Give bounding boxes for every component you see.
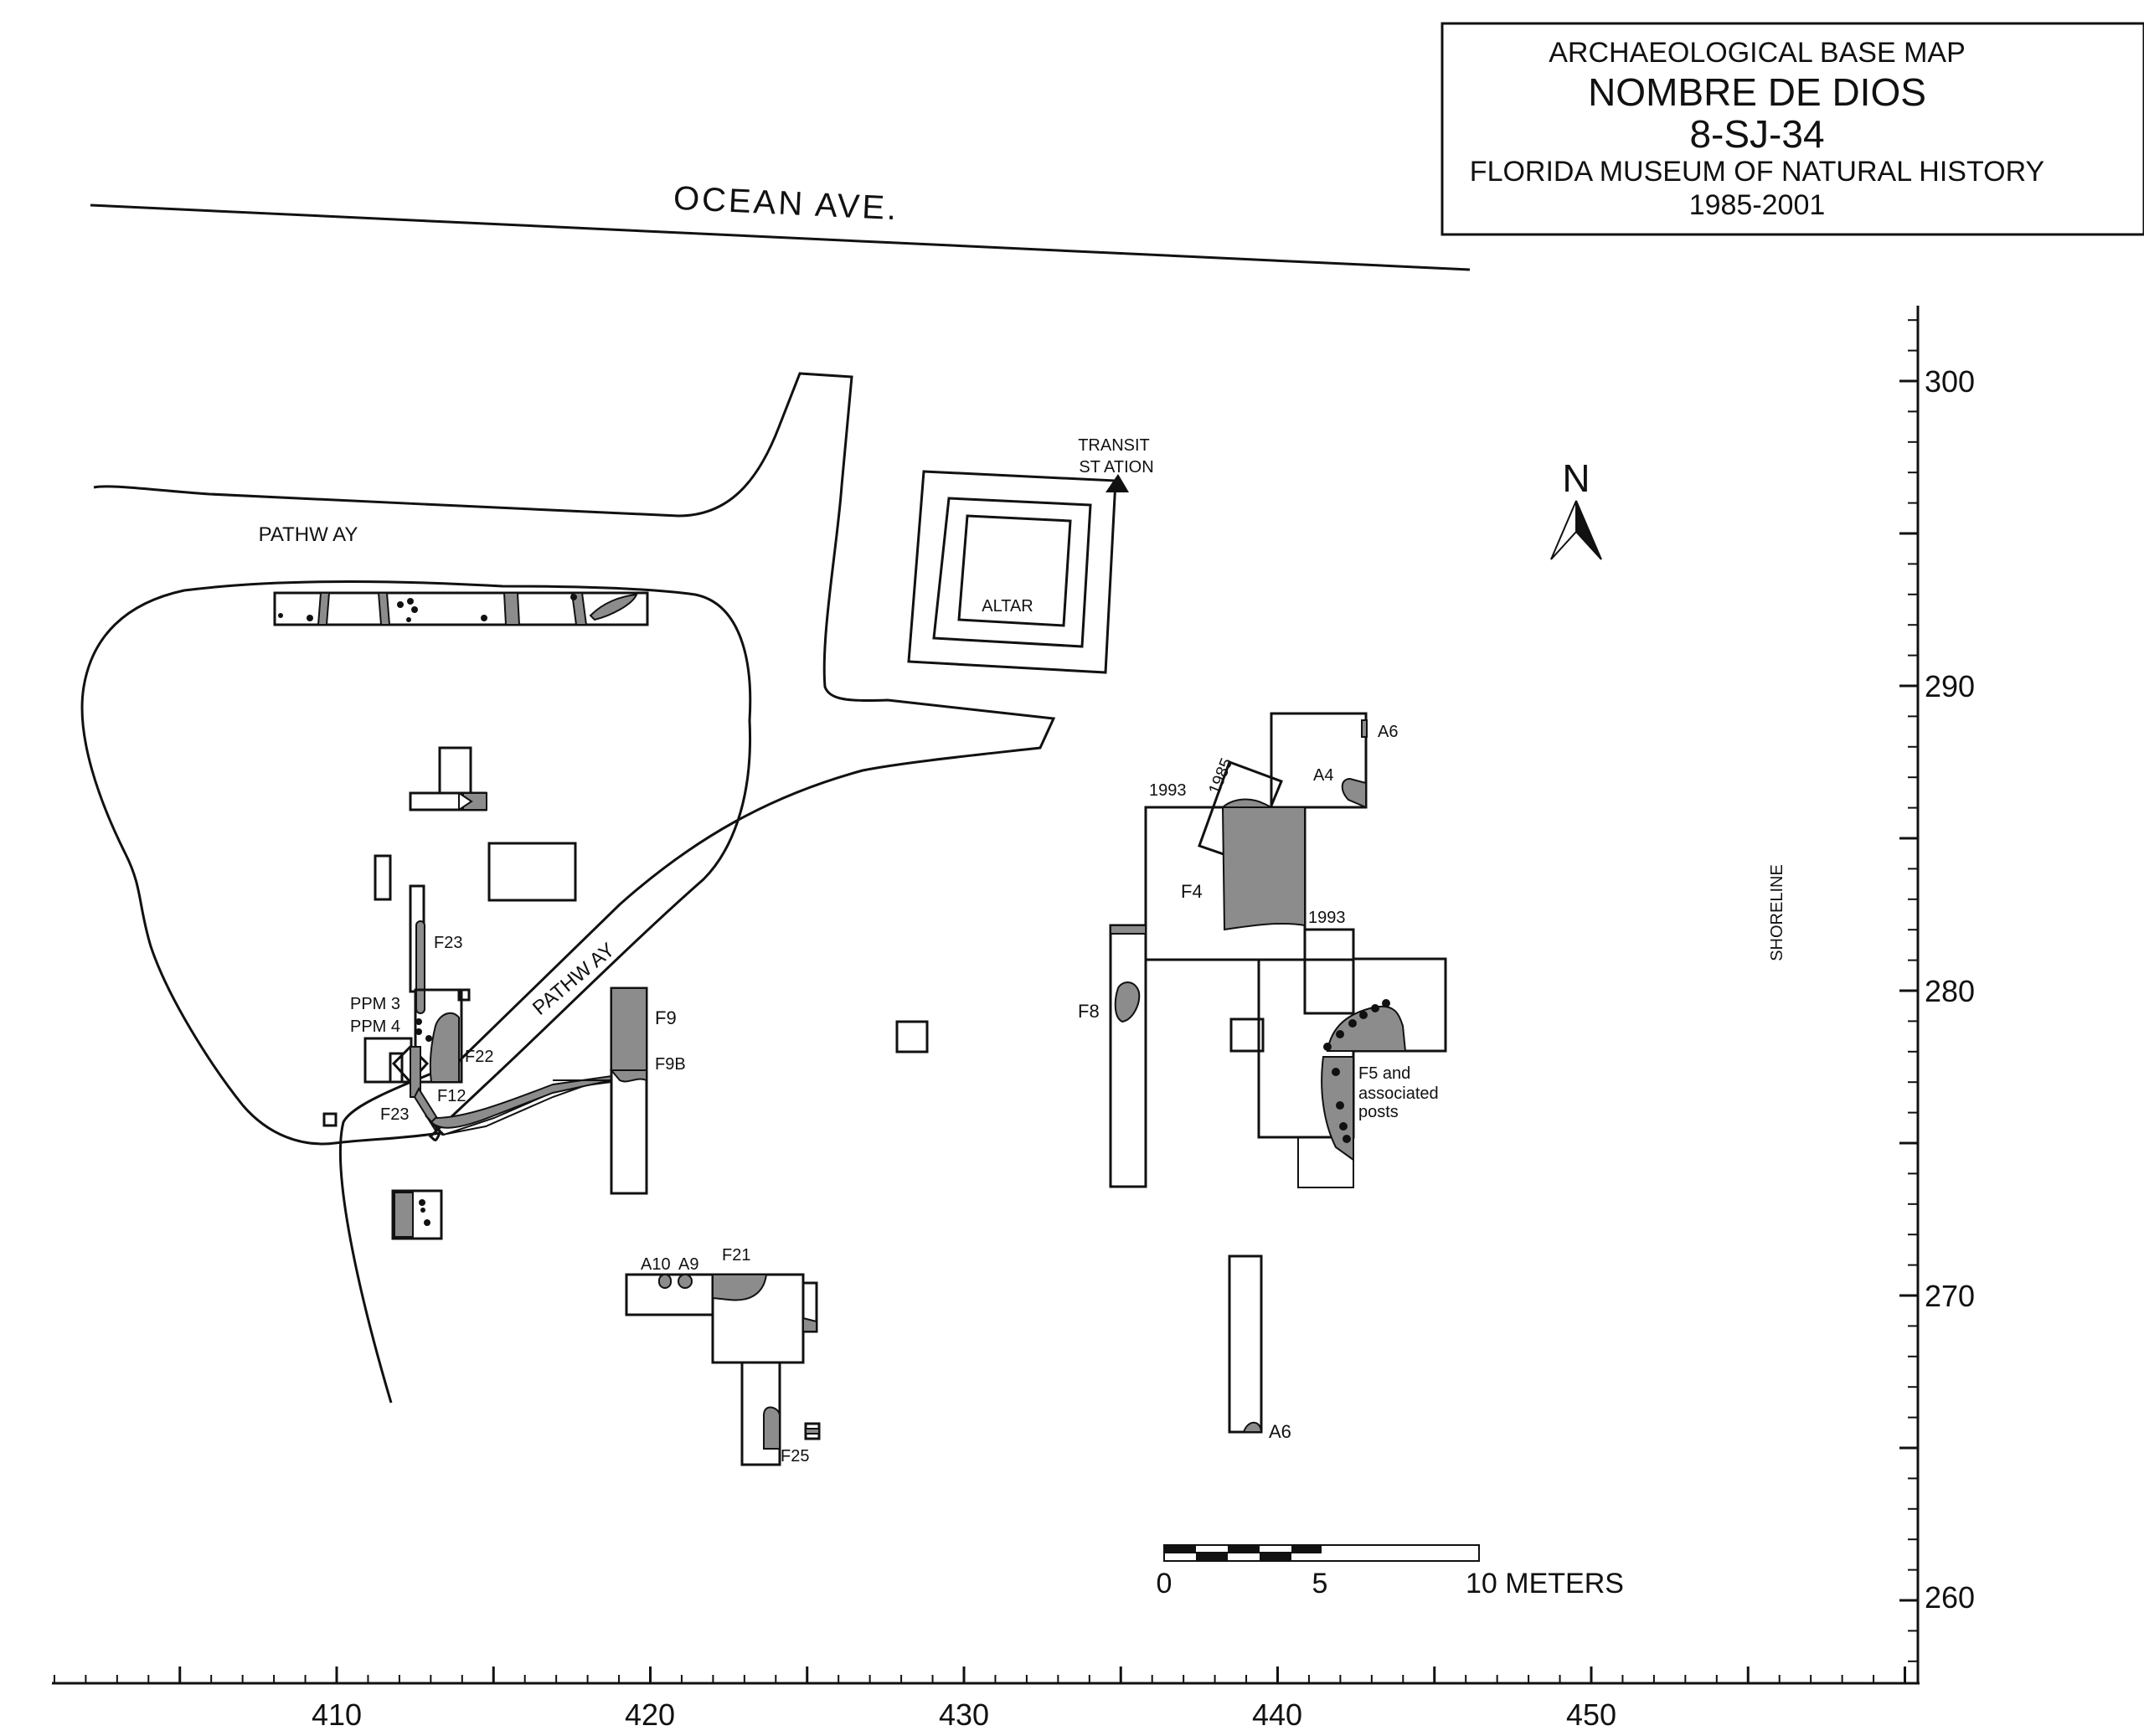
x-tick-label-430: 430 (939, 1697, 989, 1732)
unit-a6-south (1228, 1254, 1263, 1434)
altar-inner (957, 514, 1072, 627)
label-a6-bottom: A6 (1269, 1421, 1291, 1442)
f9-unit (553, 986, 648, 1195)
y-tick-label-300: 300 (1925, 364, 1975, 399)
shoreline-label: SHORELINE (1768, 864, 1786, 961)
label-f9b: F9B (655, 1055, 686, 1074)
transit-label-1: TRANSIT (1078, 436, 1150, 455)
label-f5-2: associated (1358, 1084, 1439, 1103)
label-f4: F4 (1181, 881, 1203, 902)
feature-labels: A6 A4 1993 1985 F4 1993 F8 F5 and associ… (350, 723, 1439, 1466)
altar: ALTAR (907, 470, 1117, 674)
y-tick-label-270: 270 (1925, 1279, 1975, 1313)
label-f5-3: posts (1358, 1103, 1399, 1121)
label-f9: F9 (655, 1007, 677, 1028)
f5-posts (1323, 999, 1390, 1143)
pathway-boundary-east (93, 372, 1056, 1404)
north-trench (273, 591, 649, 626)
y-tick-label-290: 290 (1925, 669, 1975, 703)
label-f23-top: F23 (434, 934, 462, 952)
title-line-5: 1985-2001 (1689, 189, 1826, 221)
label-1985: 1985 (1205, 755, 1236, 797)
y-tick-label-280: 280 (1925, 974, 1975, 1008)
north-label: N (1562, 456, 1590, 500)
nw-units (374, 746, 577, 902)
unit-sw-small (391, 1189, 443, 1240)
y-axis: 300 290 280 270 260 (1899, 306, 1975, 1683)
label-a10: A10 (641, 1255, 671, 1274)
title-line-2: NOMBRE DE DIOS (1588, 70, 1926, 114)
x-tick-label-440: 440 (1252, 1697, 1302, 1732)
unit-center-small (895, 1020, 929, 1053)
label-a9: A9 (678, 1255, 698, 1274)
label-ppm3: PPM 3 (350, 995, 400, 1013)
x-axis: 410 420 430 440 450 (52, 1666, 1920, 1732)
title-line-4: FLORIDA MUSEUM OF NATURAL HISTORY (1470, 156, 2044, 188)
pathway-north-label: PATHW AY (259, 523, 358, 546)
transit-label-2: ST ATION (1079, 458, 1153, 476)
altar-label: ALTAR (982, 597, 1033, 616)
label-a6-top: A6 (1378, 723, 1398, 741)
f8-unit (1109, 924, 1147, 1188)
label-f8: F8 (1078, 1001, 1100, 1022)
title-block: ARCHAEOLOGICAL BASE MAP NOMBRE DE DIOS 8… (1440, 22, 2144, 236)
scale-label-5: 5 (1312, 1568, 1328, 1599)
altar-outer (907, 470, 1117, 674)
label-1993-a: 1993 (1149, 781, 1187, 800)
north-arrow-icon: N (1550, 456, 1602, 560)
pathway-trench (425, 1074, 612, 1136)
label-f12: F12 (437, 1087, 466, 1105)
f4-complex (1144, 712, 1447, 1188)
label-ppm4: PPM 4 (350, 1017, 400, 1036)
label-f21: F21 (722, 1246, 750, 1265)
ocean-ave-label: OCEAN AVE. (673, 180, 899, 228)
unit-sw-small-fill (394, 1192, 414, 1238)
label-a4: A4 (1313, 766, 1333, 785)
f22-f23-cluster (322, 884, 471, 1133)
label-f22: F22 (465, 1048, 493, 1066)
transit-station-icon (1106, 474, 1129, 492)
label-f5-1: F5 and (1358, 1064, 1410, 1083)
y-tick-label-260: 260 (1925, 1580, 1975, 1615)
altar-middle (932, 497, 1092, 648)
title-line-1: ARCHAEOLOGICAL BASE MAP (1549, 37, 1966, 69)
label-1993-b: 1993 (1308, 909, 1346, 927)
garden-pathway-loop (80, 580, 752, 1146)
scale-label-0: 0 (1157, 1568, 1172, 1599)
title-line-3: 8-SJ-34 (1689, 112, 1824, 156)
ocean-ave-line (90, 203, 1471, 271)
scale-label-10: 10 METERS (1466, 1568, 1624, 1599)
scale-bar: 0 5 10 METERS (1157, 1544, 1624, 1599)
title-frame (1440, 22, 2144, 236)
f21-group (625, 1273, 821, 1466)
a6-south-fill (1242, 1421, 1263, 1433)
x-tick-label-410: 410 (312, 1697, 362, 1732)
x-tick-label-420: 420 (625, 1697, 675, 1732)
x-tick-label-450: 450 (1566, 1697, 1616, 1732)
label-f25: F25 (781, 1447, 809, 1466)
label-f23-bottom: F23 (380, 1105, 409, 1124)
